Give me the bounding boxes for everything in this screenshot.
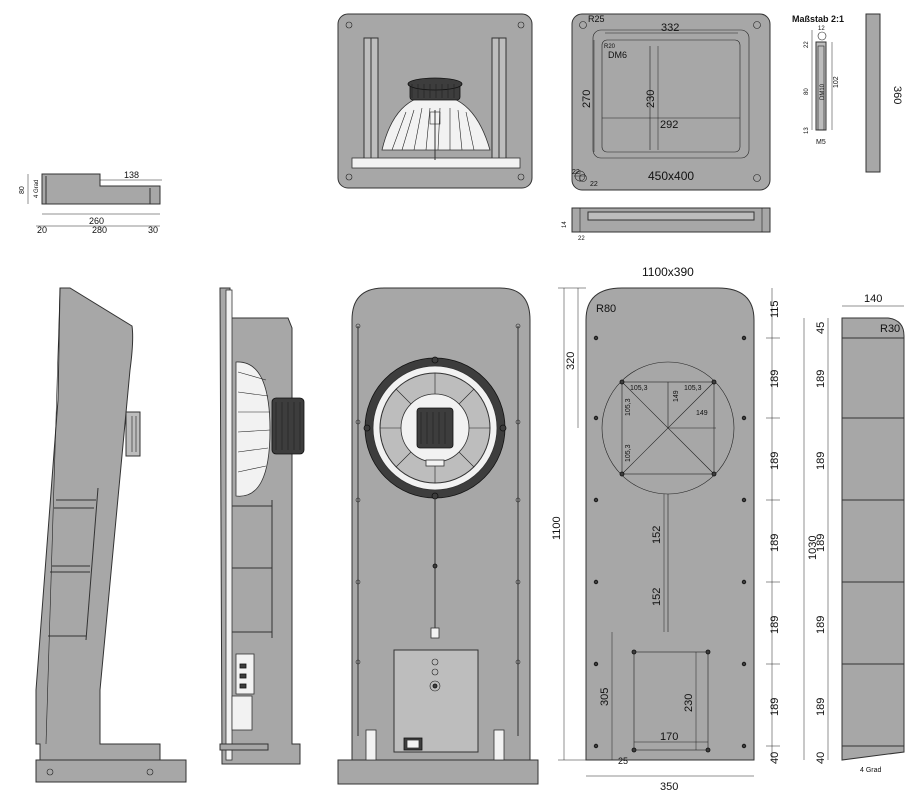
side-view-cut: [219, 287, 305, 765]
detail-m5: M5: [816, 139, 826, 146]
dim-360: 360: [891, 86, 903, 104]
left-dim-45: 45: [815, 322, 827, 334]
radius-r30: R30: [880, 323, 900, 335]
scale-detail: Maßstab 2:1 12 22 80 102 DM10 13 M5: [792, 14, 844, 146]
dim-230: 230: [683, 694, 695, 712]
right-side-panel: 140 R30 1030 45 189 189 189 189 189 40 4…: [803, 293, 905, 774]
dim-14: 14: [562, 221, 568, 228]
dim-292: 292: [660, 119, 678, 131]
angle-label: 4 Grad: [34, 180, 40, 198]
right-dim-189-c: 189: [769, 534, 781, 552]
dim-1030: 1030: [807, 536, 819, 560]
front-size: 1100x390: [642, 265, 694, 279]
detail-13: 13: [804, 127, 810, 134]
detail-80: 80: [804, 88, 810, 95]
front-speaker-view: [337, 287, 539, 785]
left-dim-189-b: 189: [815, 452, 827, 470]
scale-title: Maßstab 2:1: [792, 14, 844, 24]
radius-r25: R25: [588, 14, 605, 24]
detail-22: 22: [804, 41, 810, 48]
dim-350: 350: [660, 781, 678, 793]
dim-270: 270: [581, 90, 593, 108]
dim-149-b: 149: [696, 410, 708, 417]
bar-360: 360: [865, 13, 903, 173]
front-dimension-view: 1100x390 R80 1100 320 105,3 105,3 105,3 …: [551, 265, 781, 793]
dim-152-a: 152: [651, 526, 663, 544]
dim-25: 25: [618, 756, 628, 766]
radius-r20: R20: [604, 44, 616, 50]
dim-332: 332: [661, 22, 679, 34]
radius-r80: R80: [596, 303, 616, 315]
dim-105-3-c: 105,3: [625, 398, 632, 416]
dim-149-a: 149: [673, 390, 680, 402]
top-speaker-frame-view: [337, 13, 533, 189]
thread-dm6: DM6: [608, 50, 627, 60]
left-dim-189-c: 189: [815, 534, 827, 552]
dim-22-a: 22: [572, 169, 580, 176]
dim-138: 138: [124, 170, 139, 180]
dim-152-b: 152: [651, 588, 663, 606]
dim-22: 22: [578, 236, 585, 242]
dim-80: 80: [19, 186, 26, 194]
right-dim-189-e: 189: [769, 698, 781, 716]
right-dim-189-b: 189: [769, 452, 781, 470]
plate-size: 450x400: [648, 169, 694, 183]
angle-4-grad: 4 Grad: [860, 767, 882, 774]
dim-105-3-b: 105,3: [684, 385, 702, 392]
dim-105-3-a: 105,3: [630, 385, 648, 392]
left-dim-189-a: 189: [815, 370, 827, 388]
dim-260: 260: [89, 216, 104, 226]
detail-dm10: DM10: [820, 83, 826, 100]
side-view-left: [35, 287, 187, 783]
left-dim-189-d: 189: [815, 616, 827, 634]
dim-305: 305: [599, 688, 611, 706]
dim-230: 230: [645, 90, 657, 108]
left-dim-189-e: 189: [815, 698, 827, 716]
dim-140: 140: [864, 293, 882, 305]
right-dim-115: 115: [769, 300, 781, 318]
detail-102: 102: [833, 76, 840, 88]
right-dim-189-d: 189: [769, 616, 781, 634]
dim-320: 320: [565, 352, 577, 370]
right-dim-40: 40: [769, 752, 781, 764]
top-back-plate: 332 R25 R20 DM6 270 230 292 22 22 450x40…: [571, 13, 771, 191]
dim-22-b: 22: [590, 181, 598, 188]
dim-30: 30: [148, 225, 158, 235]
dim-20: 20: [37, 225, 47, 235]
left-dim-40: 40: [815, 752, 827, 764]
dim-105-3-d: 105,3: [625, 444, 632, 462]
bottom-rail: 14 22: [562, 207, 771, 242]
right-dim-189-a: 189: [769, 370, 781, 388]
detail-12: 12: [818, 26, 825, 32]
dim-170: 170: [660, 731, 678, 743]
top-left-profile: 138 80 4 Grad 260 20 280 30: [19, 170, 162, 235]
dim-280: 280: [92, 225, 107, 235]
dim-1100: 1100: [551, 516, 563, 540]
